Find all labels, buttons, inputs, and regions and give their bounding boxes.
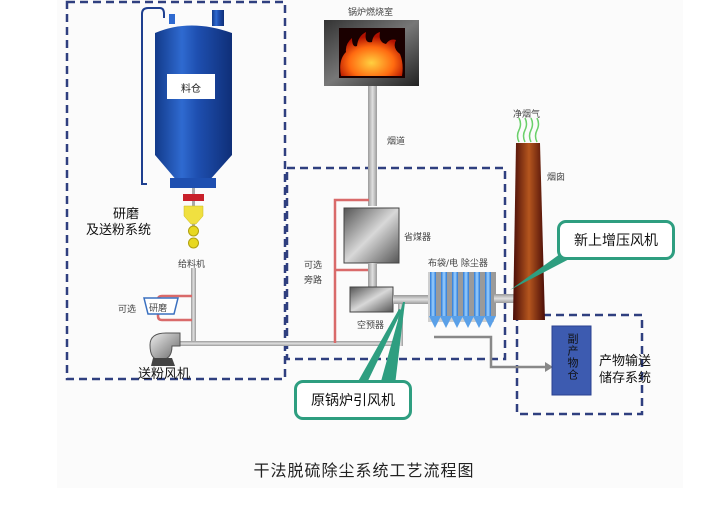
product-system-label-line2: 储存系统	[599, 371, 652, 386]
bag-separator	[436, 272, 441, 316]
filter-bag	[430, 272, 436, 316]
grinding-system-label-line2: 及送粉系统	[86, 223, 152, 238]
clean-gas-icon	[516, 117, 540, 143]
dust-collector-label: 布袋/电 除尘器	[428, 259, 488, 269]
feeder-rotor-2	[188, 237, 199, 249]
filter-bag	[485, 272, 491, 316]
bag-hopper	[451, 316, 463, 328]
bag-hopper	[484, 316, 496, 328]
air-preheater-label: 空预器	[357, 321, 385, 331]
mill-icon	[143, 297, 179, 315]
bag-hopper	[473, 316, 485, 328]
booster-fan-callout: 新上增压风机	[557, 220, 675, 260]
chimney-label: 烟囱	[547, 173, 566, 183]
economizer-label: 省煤器	[404, 233, 432, 243]
silo-label: 料仓	[181, 84, 201, 95]
feeder-rotor-1	[188, 225, 199, 237]
filter-bag	[474, 272, 480, 316]
clean-gas-label: 净烟气	[513, 110, 541, 120]
bypass-label-line2: 旁路	[304, 276, 323, 286]
bag-separator	[480, 272, 485, 316]
induced-fan-pointer-2	[356, 309, 402, 385]
silo-nozzle-left	[169, 14, 175, 24]
bag-separator	[447, 272, 452, 316]
dust-collector	[428, 272, 496, 328]
duct-to-chimney	[494, 294, 516, 303]
bag-separator	[469, 272, 474, 316]
bag-separator	[491, 272, 496, 316]
mill-label: 研磨	[149, 304, 168, 314]
conveying-pipe-horizontal	[170, 341, 402, 346]
feeder-red-flange	[183, 194, 204, 201]
ash-arrow-icon	[545, 362, 553, 372]
duct-to-dust-collector	[393, 295, 433, 304]
feed-pipe-vertical	[191, 268, 196, 344]
filter-bag	[452, 272, 458, 316]
induced-fan-callout: 原锅炉引风机	[294, 380, 412, 420]
desulfurization-boundary	[285, 166, 507, 361]
induced-fan-callout-text: 原锅炉引风机	[311, 393, 395, 409]
bypass-label-line1: 可选	[304, 261, 323, 271]
ash-conveying-line	[434, 335, 548, 369]
product-system-boundary	[515, 313, 644, 416]
silo-vent-pipe	[141, 7, 165, 185]
diagram-title: 干法脱硫除尘系统工艺流程图	[253, 461, 475, 480]
silo-body	[155, 25, 232, 182]
bag-separator	[458, 272, 463, 316]
silo-label-box	[167, 74, 215, 99]
product-system-label-line1: 产物输送	[599, 354, 652, 369]
grinding-system-label-line1: 研磨	[113, 207, 140, 222]
bag-hopper	[440, 316, 452, 328]
flue-duct	[368, 86, 377, 206]
booster-fan-pointer	[510, 254, 575, 290]
filter-bag	[441, 272, 447, 316]
induced-fan-pointer	[380, 302, 405, 385]
silo-bottom-flange	[170, 178, 216, 188]
byproduct-silo-label: 副产物仓	[566, 333, 579, 381]
grinding-system-boundary	[65, 0, 287, 381]
optional-mill-label: 可选	[118, 305, 137, 315]
furnace-label: 锅炉燃烧室	[348, 8, 394, 18]
bag-hopper	[462, 316, 474, 328]
booster-fan-callout-text: 新上增压风机	[574, 233, 658, 249]
economizer	[343, 207, 400, 264]
air-preheater	[349, 286, 394, 313]
filter-bag	[463, 272, 469, 316]
chimney	[513, 143, 545, 320]
powder-fan-icon	[149, 332, 181, 366]
feeder-label: 给料机	[178, 260, 206, 270]
fire-icon	[340, 32, 403, 76]
economizer-bypass-red	[333, 198, 369, 343]
powder-fan-label: 送粉风机	[138, 367, 191, 382]
bag-hopper	[429, 316, 441, 328]
silo-nozzle-right	[212, 10, 224, 26]
feeder-hopper	[183, 205, 204, 225]
byproduct-silo	[551, 325, 592, 396]
flue-label: 烟道	[387, 137, 406, 147]
flue-duct-lower	[368, 263, 377, 287]
